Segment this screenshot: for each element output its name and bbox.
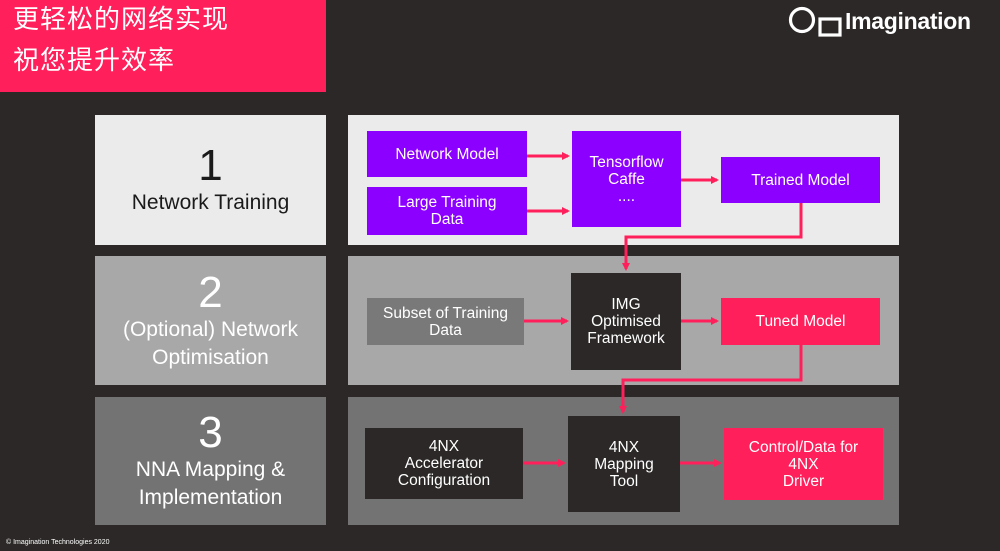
box-label-line: Driver (782, 472, 825, 490)
stage-number: 3 (198, 408, 223, 457)
logo-text: Imagination (845, 8, 971, 34)
box-label-line: IMG (611, 296, 641, 313)
imagination-logo-icon (788, 6, 842, 37)
accelerator-config-box: 4NX Accelerator Configuration (365, 428, 523, 499)
box-label-line: 4NX (608, 438, 640, 456)
stage-2: 2 (Optional) Network Optimisation (95, 256, 326, 385)
box-label-line: Accelerator (404, 455, 484, 472)
box-label: Network Model (395, 145, 499, 163)
box-label-line: Tool (609, 472, 639, 490)
stage-number: 2 (198, 267, 223, 317)
stage-label-line: NNA Mapping & (135, 458, 286, 481)
box-label-line: .... (617, 187, 636, 205)
stage-label-line: Optimisation (152, 345, 269, 369)
stage-label: Network Training (131, 191, 290, 214)
box-label-line: 4NX (428, 438, 460, 455)
box-label-line: Control/Data for (748, 438, 859, 456)
title-line-2: 祝您提升效率 (13, 46, 176, 76)
box-label-line: Caffe (608, 170, 645, 188)
trained-model-box: Trained Model (721, 157, 880, 203)
box-label-line: Configuration (397, 472, 491, 489)
title-banner: 更轻松的网络实现 祝您提升效率 (0, 0, 326, 92)
mapping-tool-box: 4NX Mapping Tool (568, 416, 680, 512)
box-label-line: Mapping (594, 455, 654, 473)
stage-label-line: Implementation (138, 486, 283, 509)
tuned-model-box: Tuned Model (721, 298, 880, 345)
network-model-box: Network Model (367, 131, 527, 177)
stage-3: 3 NNA Mapping & Implementation (95, 397, 326, 525)
control-data-box: Control/Data for 4NX Driver (724, 428, 883, 500)
img-framework-box: IMG Optimised Framework (571, 273, 681, 370)
box-label: Tuned Model (755, 313, 846, 330)
stage-number: 1 (198, 141, 223, 190)
stage-1: 1 Network Training (95, 115, 326, 245)
box-label-line: Data (429, 321, 462, 339)
title-line-1: 更轻松的网络实现 (13, 5, 230, 35)
box-label-line: Optimised (591, 313, 661, 330)
stage-label-line: (Optional) Network (122, 317, 299, 341)
box-label-line: Data (430, 211, 464, 228)
box-label: Trained Model (751, 171, 850, 189)
box-label-line: Subset of Training (383, 304, 508, 322)
box-label-line: Framework (587, 330, 665, 347)
frameworks-box: Tensorflow Caffe .... (572, 131, 681, 227)
copyright-text: © Imagination Technologies 2020 (6, 539, 110, 546)
large-training-data-box: Large Training Data (367, 187, 527, 235)
box-label-line: Large Training (397, 194, 497, 211)
box-label-line: Tensorflow (589, 153, 664, 171)
box-label-line: 4NX (788, 455, 819, 473)
subset-training-data-box: Subset of Training Data (367, 298, 524, 345)
